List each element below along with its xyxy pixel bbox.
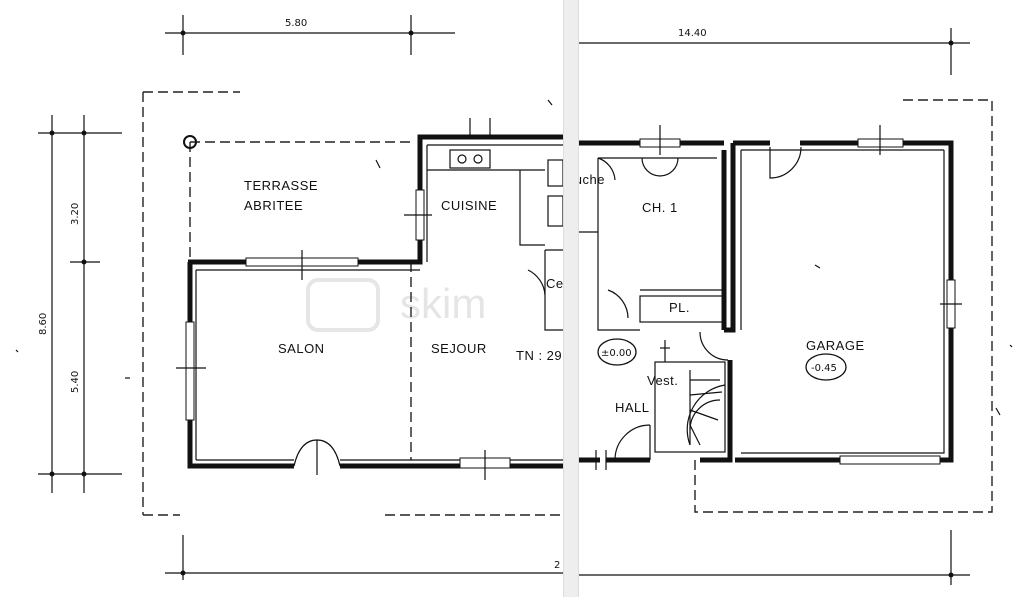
dimension-label-top-right: 14.40 [678, 28, 707, 39]
watermark-text: skim [400, 280, 486, 327]
room-label-terrasse: TERRASSE [244, 178, 318, 193]
garage-level-value: -0.45 [811, 363, 837, 374]
room-label-salon: SALON [278, 341, 325, 356]
left-dimension [38, 115, 122, 493]
room-label-ch1: CH. 1 [642, 200, 678, 215]
room-label-garage: GARAGE [806, 338, 865, 353]
openings-right [595, 125, 962, 470]
hall-level-badge [597, 338, 637, 366]
roof-outline-right [694, 99, 993, 513]
dimension-label-bottom: 2 [554, 560, 560, 571]
page-split-divider [563, 0, 579, 597]
room-label-cellier: Ce [546, 276, 564, 291]
bottom-dimension [165, 530, 970, 585]
room-label-vestiaire: Vest. [647, 373, 678, 388]
watermark: skim [306, 278, 486, 332]
hall-level-value: ±0.00 [601, 348, 632, 359]
room-label-abritee: ABRITEE [244, 198, 303, 213]
top-dimension-left [165, 15, 455, 55]
room-label-sejour: SEJOUR [431, 341, 487, 356]
ground-level-note: TN : 29 [516, 348, 562, 363]
dimension-label-height-total: 8.60 [38, 313, 49, 335]
post-marker [183, 135, 197, 149]
misc-marks [15, 99, 1013, 416]
room-label-placard: PL. [669, 300, 690, 315]
dimension-label-height-upper: 3.20 [70, 203, 81, 225]
openings-left [176, 118, 511, 480]
room-label-cuisine: CUISINE [441, 198, 497, 213]
room-label-hall: HALL [615, 400, 650, 415]
roof-outline-left [142, 91, 563, 516]
dimension-label-top-left: 5.80 [285, 18, 307, 29]
dimension-label-height-lower: 5.40 [70, 371, 81, 393]
garage-level-badge [805, 353, 847, 381]
top-dimension-right [578, 28, 970, 75]
